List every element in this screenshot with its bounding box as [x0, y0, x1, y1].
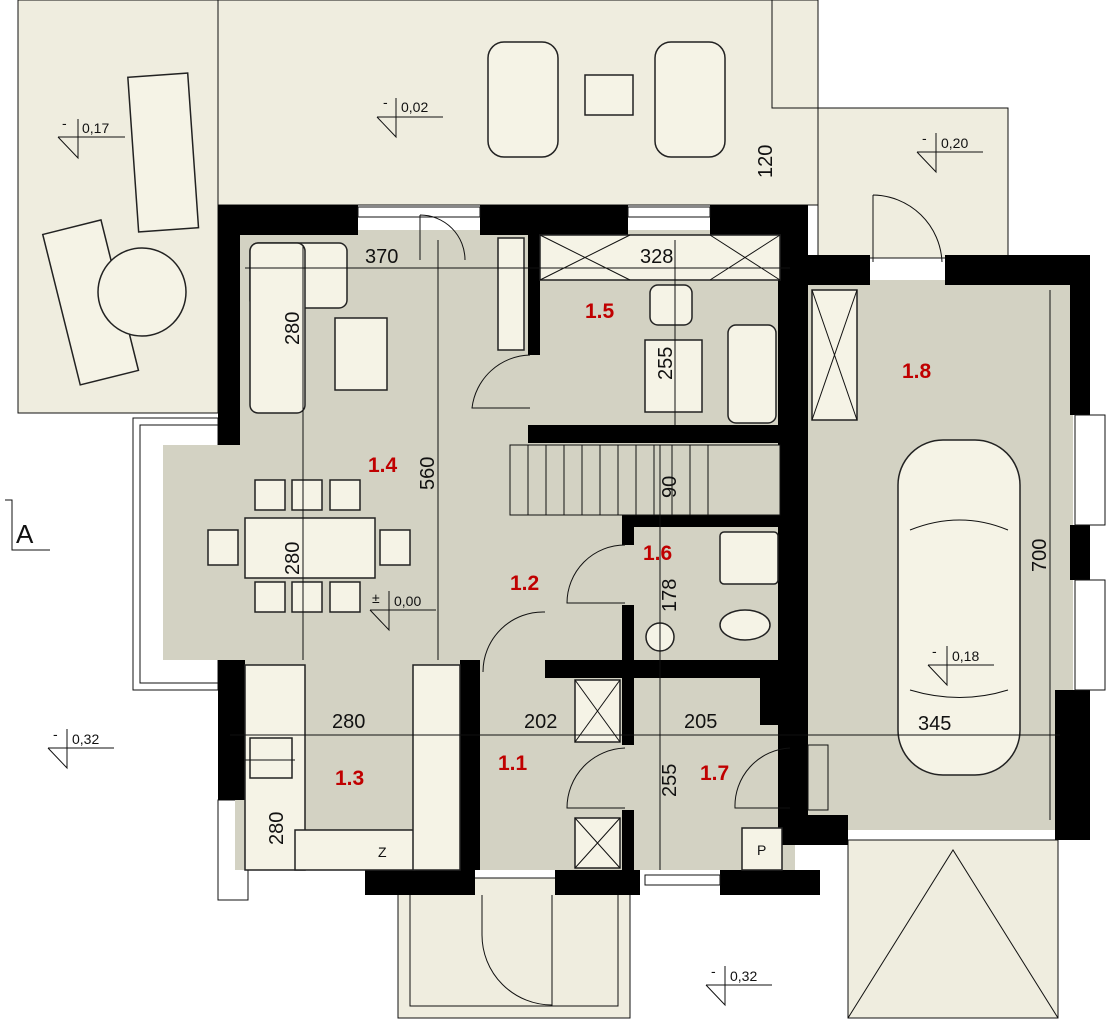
- svg-text:-: -: [53, 726, 58, 742]
- level-marker: -0,18: [927, 643, 994, 687]
- svg-text:0,32: 0,32: [72, 731, 99, 747]
- svg-text:-: -: [711, 963, 716, 979]
- car-icon: [897, 439, 1021, 776]
- stairs: [509, 444, 781, 516]
- room-1-2: 1.2: [510, 572, 539, 595]
- svg-text:-: -: [383, 94, 388, 110]
- svg-text:A: A: [16, 519, 34, 549]
- dim-345: 345: [918, 713, 951, 735]
- furniture: [41, 41, 1021, 871]
- dim-370: 370: [365, 246, 398, 268]
- svg-text:0,18: 0,18: [952, 648, 979, 664]
- level-marker: -0,32: [47, 726, 114, 770]
- svg-text:±: ±: [372, 590, 380, 606]
- room-1-8: 1.8: [902, 360, 932, 383]
- level-marker: -0,17: [57, 115, 125, 160]
- svg-text:0,02: 0,02: [401, 99, 428, 115]
- dim-255-study: 255: [655, 347, 677, 380]
- svg-text:-: -: [932, 643, 937, 659]
- fridge-label: Z: [378, 844, 387, 860]
- dim-205: 205: [684, 711, 717, 733]
- walls: [218, 205, 1090, 895]
- dim-280-sofa: 280: [282, 312, 304, 345]
- svg-text:0,00: 0,00: [394, 593, 421, 609]
- dim-280-kitchen: 280: [332, 711, 365, 733]
- level-marker: -0,20: [916, 130, 983, 174]
- svg-text:0,20: 0,20: [941, 135, 968, 151]
- level-marker: -0,32: [705, 963, 772, 1007]
- level-marker: -0,02: [376, 94, 443, 139]
- room-1-7: 1.7: [700, 762, 729, 785]
- dim-328: 328: [640, 246, 673, 268]
- svg-text:-: -: [62, 115, 67, 131]
- room-labels: 1.1 1.2 1.3 1.4 1.5 1.6 1.7 1.8: [335, 300, 932, 790]
- dim-120: 120: [755, 145, 777, 178]
- room-1-4: 1.4: [368, 454, 398, 477]
- dim-700: 700: [1029, 539, 1051, 572]
- level-markers: -0,17 -0,02 -0,20 ±0,00 -0,18 -0,32 -0,3…: [47, 94, 994, 1007]
- dim-202: 202: [524, 711, 557, 733]
- section-marker: A: [5, 499, 50, 551]
- level-marker: ±0,00: [369, 590, 436, 632]
- room-1-3: 1.3: [335, 767, 364, 790]
- dimensions: 370 328 280 255 560 280 90 178 700 345 2…: [266, 145, 1051, 845]
- svg-text:0,32: 0,32: [730, 968, 757, 984]
- openings: [357, 194, 1106, 1006]
- dim-280-kitchen-v: 280: [266, 812, 288, 845]
- room-1-1: 1.1: [498, 752, 528, 775]
- room-1-5: 1.5: [585, 300, 615, 323]
- svg-text:0,17: 0,17: [82, 120, 109, 136]
- dim-255-hall: 255: [659, 764, 681, 797]
- svg-text:-: -: [922, 130, 927, 146]
- dim-560: 560: [417, 457, 439, 490]
- room-1-6: 1.6: [643, 542, 672, 565]
- boiler-label: P: [757, 842, 766, 858]
- dimension-lines: [230, 240, 1060, 870]
- dim-178: 178: [659, 579, 681, 612]
- dim-90: 90: [659, 476, 681, 498]
- dim-280-dining: 280: [282, 542, 304, 575]
